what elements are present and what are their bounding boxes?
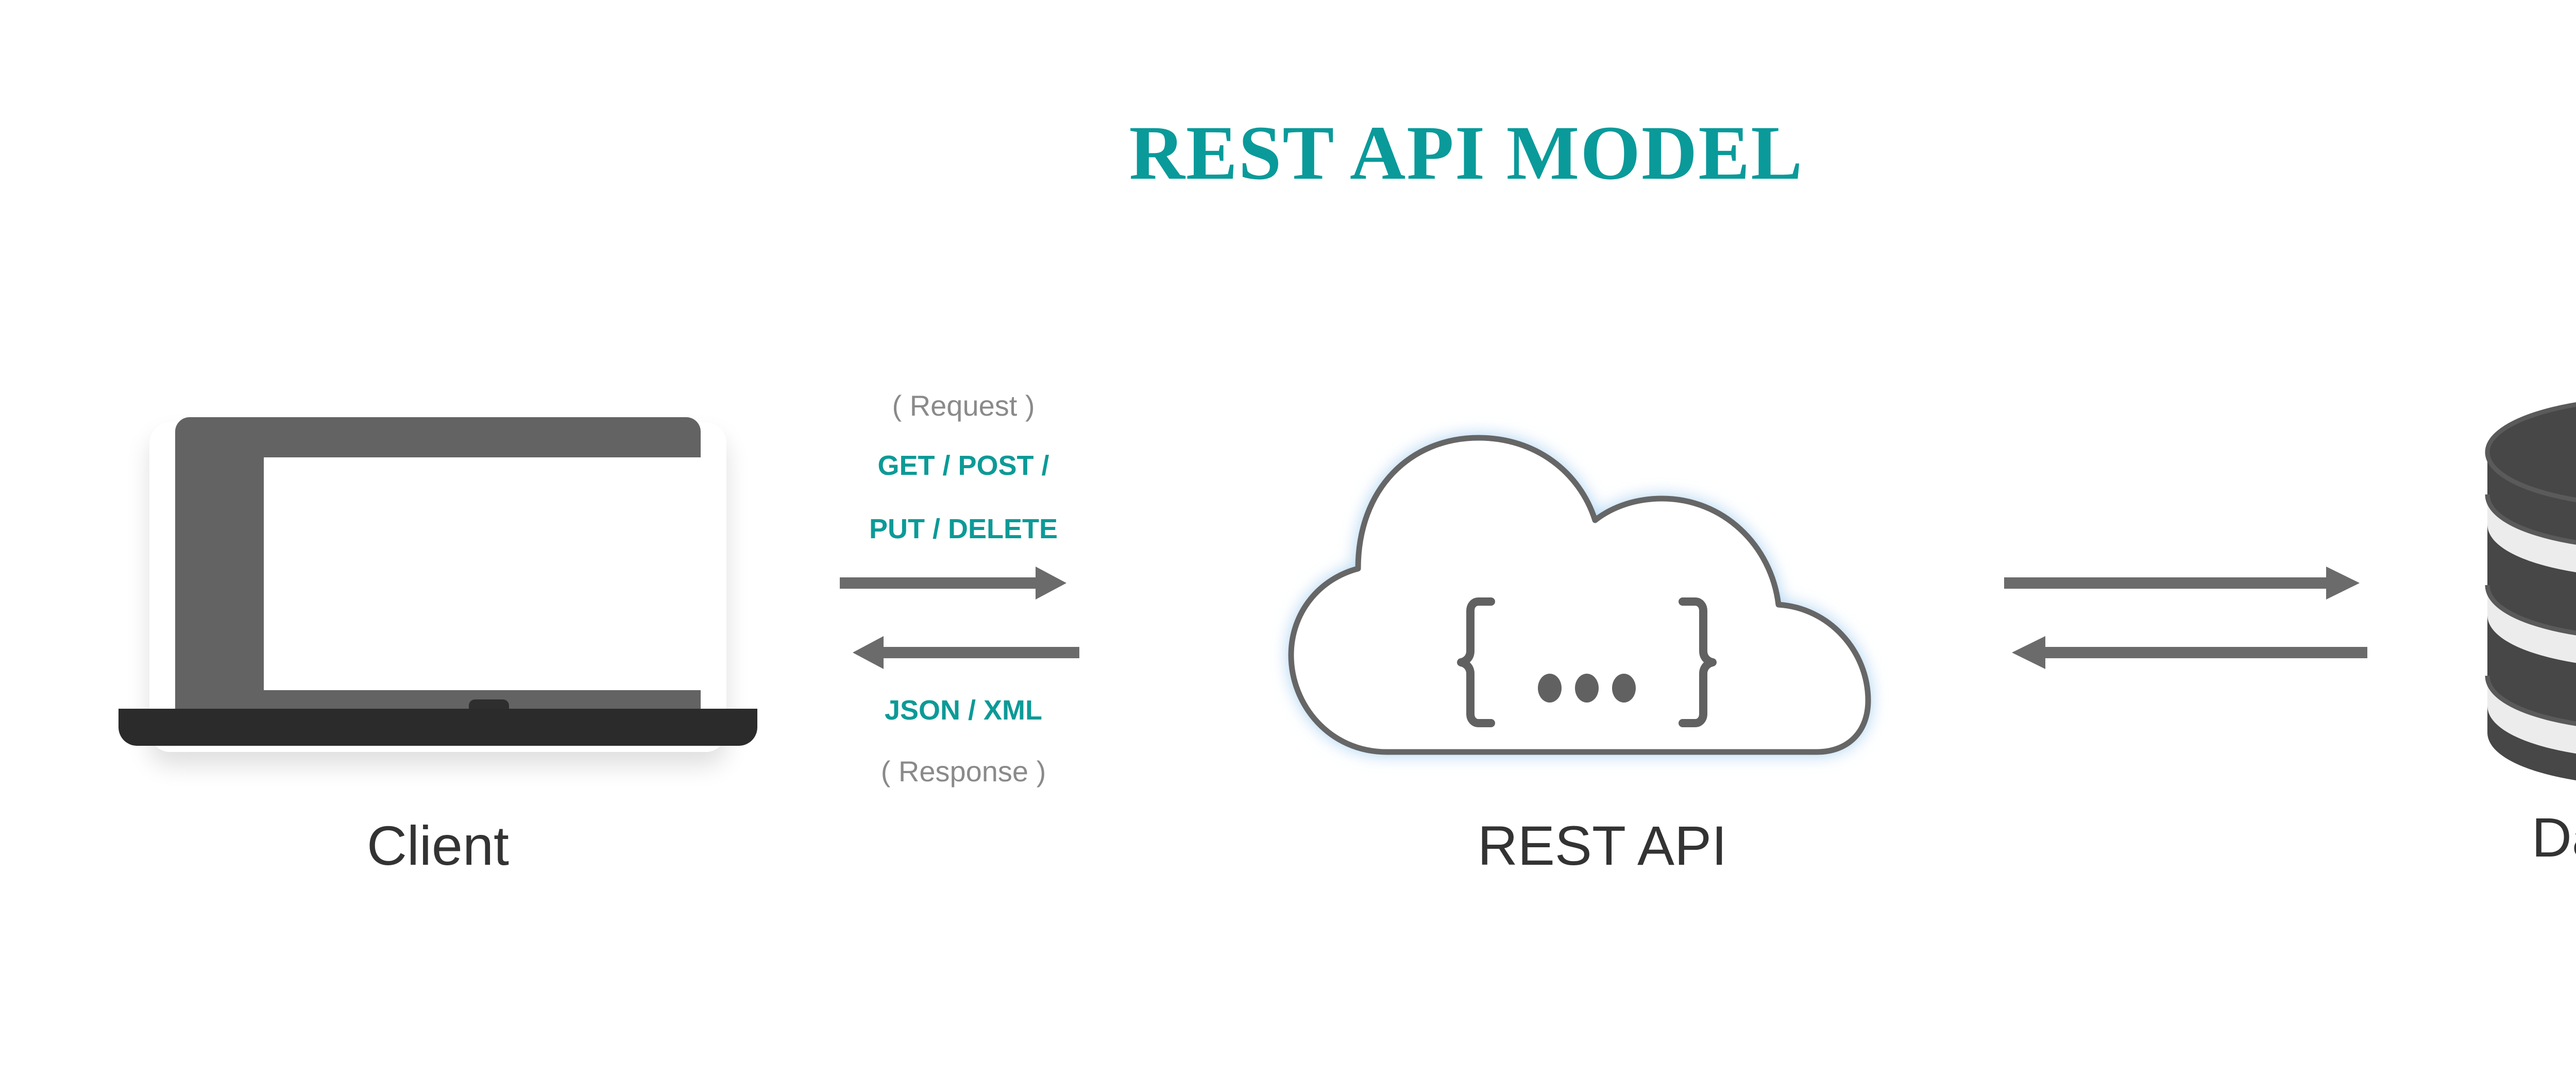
- client-node: [118, 407, 757, 783]
- laptop-base: [118, 709, 757, 746]
- response-arrow-left-icon: [853, 636, 1079, 669]
- response-caption: ( Response ): [880, 755, 1046, 788]
- query-arrow-right-icon: [2004, 567, 2360, 600]
- database-cylinder-icon: [2485, 402, 2576, 781]
- api-node-label: REST API: [1477, 814, 1727, 877]
- database-node: [2468, 391, 2576, 793]
- response-format-label: JSON / XML: [884, 695, 1043, 726]
- request-caption: ( Request ): [892, 389, 1035, 422]
- laptop-icon: [175, 417, 725, 721]
- http-methods-line-1: GET / POST /: [877, 450, 1049, 481]
- laptop-screen: [264, 457, 725, 690]
- code-braces-icon: [1457, 597, 1717, 727]
- api-database-arrows: [2004, 561, 2380, 716]
- database-node-label: Database: [2531, 806, 2576, 868]
- request-arrow-right-icon: [840, 567, 1066, 600]
- result-arrow-left-icon: [2012, 636, 2367, 669]
- client-api-arrows: [840, 561, 1082, 716]
- client-node-label: Client: [366, 814, 510, 877]
- page-title: REST API MODEL: [1129, 110, 1804, 196]
- ellipsis-dots-icon: [1538, 674, 1636, 703]
- cloud-code-icon: [1288, 435, 1871, 755]
- api-node: [1267, 422, 1937, 793]
- http-methods-line-2: PUT / DELETE: [869, 514, 1058, 544]
